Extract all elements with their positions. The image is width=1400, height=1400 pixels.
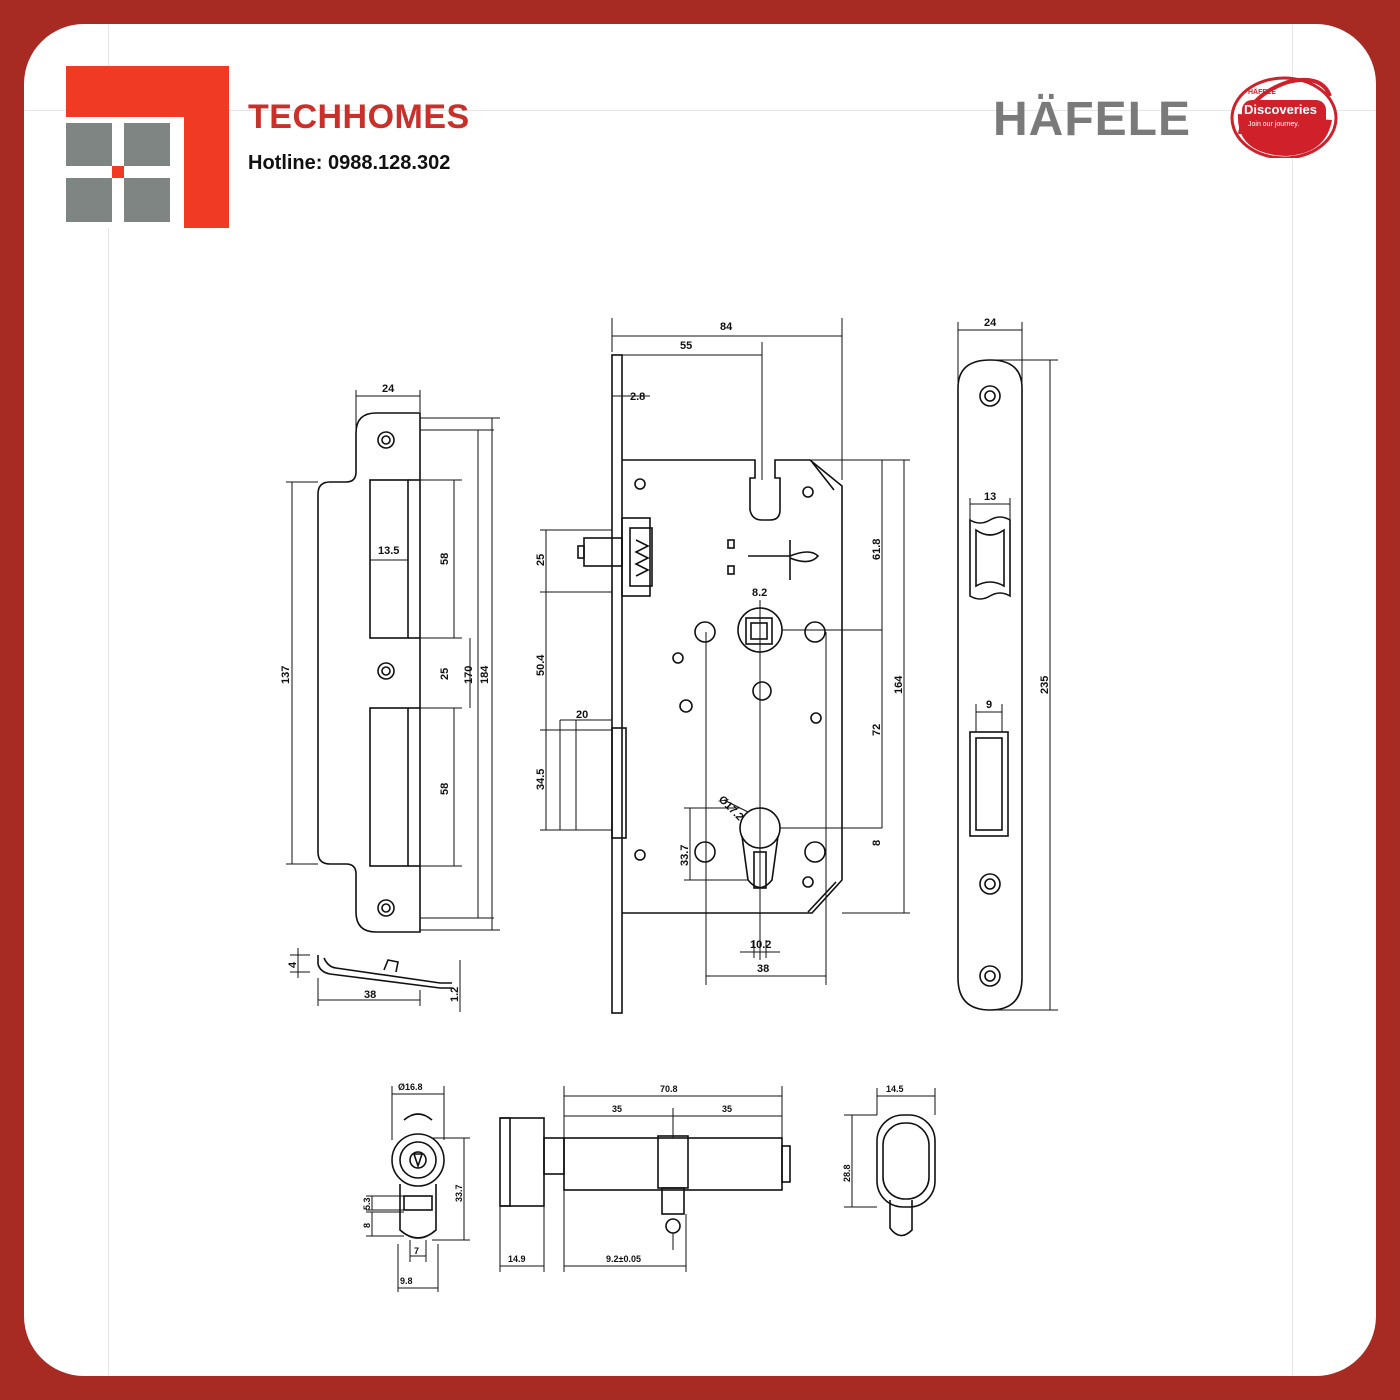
- thumbturn-view: [876, 1114, 936, 1237]
- dimension-labels: 24 13.5 58 58 25 170 184 137 38 1.2 4 84…: [280, 317, 1051, 1286]
- dim-cylinder-half-b: 35: [722, 1104, 732, 1114]
- techhomes-logo: [66, 66, 229, 228]
- strike-plate-profile: [290, 948, 461, 1012]
- dim-lock-cylinder-width: 10.2: [750, 939, 771, 951]
- dim-cylinder-cam-h: 8: [362, 1223, 372, 1228]
- brand-name: TECHHOMES: [248, 98, 470, 136]
- dim-faceplate-bolt-opening: 9: [986, 699, 992, 711]
- dim-lock-backset: 55: [680, 340, 692, 352]
- dim-cylinder-neck: 5.3: [362, 1197, 372, 1210]
- cylinder-front-view: [391, 1113, 445, 1239]
- faceplate-dimension-lines: [957, 322, 1058, 1011]
- dim-cylinder-overall: 70.8: [660, 1084, 678, 1094]
- thumbturn-dimension-lines: [844, 1088, 936, 1208]
- guide-line-left: [108, 24, 109, 1376]
- dim-lock-bolt-width: 20: [576, 709, 588, 721]
- dim-cylinder-cam-dia: 9.8: [400, 1276, 413, 1286]
- dim-strike-thickness: 1.2: [449, 987, 461, 1002]
- cylinder-side-dimension-lines: [499, 1086, 783, 1272]
- dim-lock-spindle: 8.2: [752, 587, 767, 599]
- hotline-text: Hotline: 0988.128.302: [248, 152, 451, 174]
- dim-cylinder-height: 33.7: [454, 1184, 464, 1202]
- dim-lock-latch: 25: [535, 554, 547, 566]
- dim-strike-profile-height: 4: [287, 961, 299, 968]
- badge-title: Discoveries: [1244, 102, 1317, 117]
- lock-body-dimension-lines: [540, 318, 910, 985]
- guide-line-right: [1292, 24, 1293, 1376]
- dim-strike-profile-width: 38: [364, 989, 376, 1001]
- dim-thumbturn-height: 28.8: [842, 1164, 852, 1182]
- dim-strike-inner: 170: [463, 666, 475, 684]
- cylinder-front-dimension-lines: [366, 1086, 470, 1292]
- dim-strike-lip: 137: [280, 666, 292, 684]
- strike-plate-dimension-lines: [286, 390, 500, 931]
- faceplate: [957, 359, 1023, 1011]
- dim-lock-faceplate: 2.8: [630, 391, 645, 403]
- dim-lock-bolt: 34.5: [535, 769, 547, 790]
- dim-strike-overall: 184: [479, 665, 491, 684]
- lock-body: [577, 354, 843, 1014]
- badge-small-text: HÄFELE: [1248, 88, 1276, 96]
- dim-strike-opening-2: 58: [439, 783, 451, 795]
- dim-cylinder-cam-offset: 9.2±0.05: [606, 1254, 641, 1264]
- dim-strike-opening-1: 58: [439, 553, 451, 565]
- dim-faceplate-latch-opening: 13: [984, 491, 996, 503]
- dim-lock-width: 84: [720, 321, 733, 333]
- dim-cylinder-half-a: 35: [612, 1104, 622, 1114]
- dim-lock-centre-distance: 72: [871, 724, 883, 736]
- dim-lock-cylinder-height: 33.7: [679, 845, 691, 866]
- badge-tagline: Join our journey.: [1248, 121, 1299, 128]
- dim-cylinder-dia: Ø16.8: [398, 1082, 423, 1092]
- dim-lock-cam: 8: [871, 840, 883, 846]
- dim-faceplate-length: 235: [1039, 676, 1051, 694]
- discoveries-badge: HÄFELE Discoveries Join our journey.: [1230, 76, 1338, 158]
- dim-cylinder-cam-w: 7: [414, 1246, 419, 1256]
- dim-lock-latch-to-bolt: 50.4: [535, 654, 547, 676]
- strike-plate: [317, 412, 421, 933]
- dim-strike-width: 24: [382, 383, 395, 395]
- dim-strike-gap: 25: [439, 668, 451, 680]
- dim-lock-to-spindle: 61.8: [871, 539, 883, 560]
- dim-faceplate-width: 24: [984, 317, 997, 329]
- dim-cylinder-knob: 14.9: [508, 1254, 526, 1264]
- dim-lock-fixing-spacing: 38: [757, 963, 769, 975]
- dim-lock-body-height: 164: [893, 675, 905, 694]
- dim-thumbturn-width: 14.5: [886, 1084, 904, 1094]
- guide-line-top: [24, 110, 1376, 111]
- hafele-wordmark: HÄFELE: [993, 93, 1191, 146]
- dim-strike-opening-width: 13.5: [378, 545, 399, 557]
- content-card: [24, 24, 1376, 1376]
